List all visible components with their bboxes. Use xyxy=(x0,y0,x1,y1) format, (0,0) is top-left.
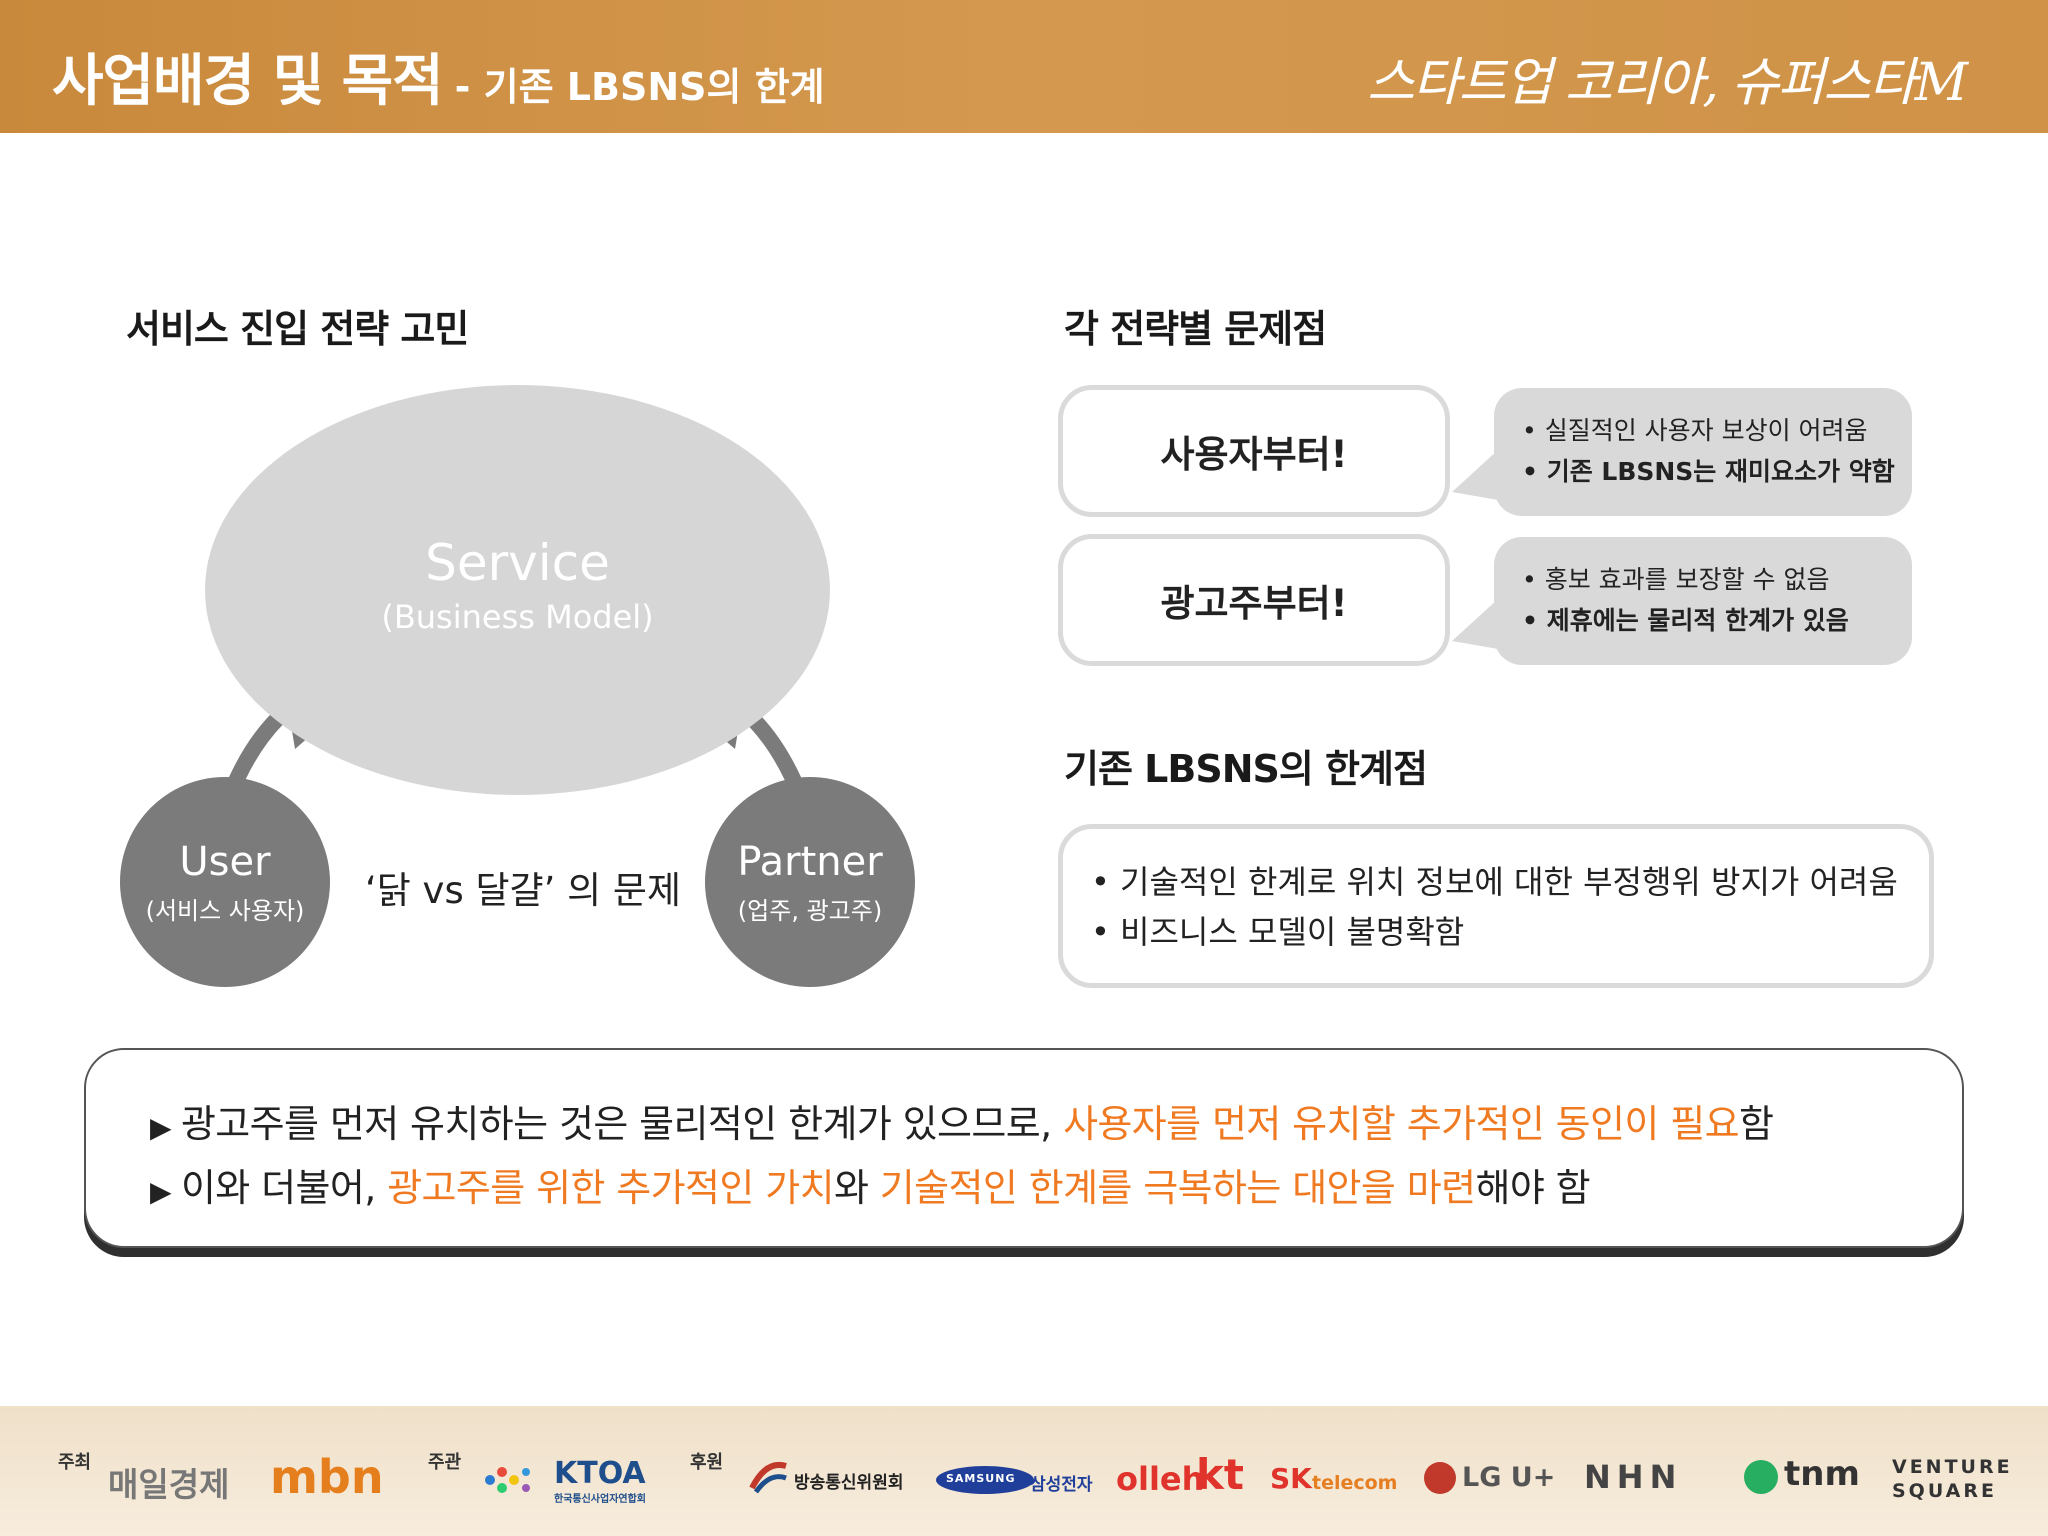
conclusion-line-1: ▶광고주를 먼저 유치하는 것은 물리적인 한계가 있으므로, 사용자를 먼저 … xyxy=(150,1102,1774,1146)
tnm-circle-icon xyxy=(1744,1460,1778,1494)
brand-logo: 스타트업 코리아, 슈퍼스타M xyxy=(1366,53,1968,113)
tnm-logo: tnm xyxy=(1784,1454,1860,1494)
strategy-user-box: 사용자부터! xyxy=(1058,385,1450,517)
samsung-logo: SAMSUNG xyxy=(946,1472,1016,1485)
lg-circle-icon xyxy=(1424,1462,1456,1494)
lg-uplus-logo: LG U+ xyxy=(1462,1462,1556,1493)
service-ellipse: Service (Business Model) xyxy=(205,385,830,795)
kcc-logo: 방송통신위원회 xyxy=(794,1473,904,1493)
user-label: User xyxy=(179,838,271,885)
nhn-logo: NHN xyxy=(1584,1458,1683,1496)
partner-label: Partner xyxy=(737,838,883,885)
strategy-advertiser-callout: • 홍보 효과를 보장할 수 없음 • 제휴에는 물리적 한계가 있음 xyxy=(1452,537,1912,665)
conclusion-box: ▶광고주를 먼저 유치하는 것은 물리적인 한계가 있으므로, 사용자를 먼저 … xyxy=(84,1048,1964,1248)
strategy-advertiser-box: 광고주부터! xyxy=(1058,534,1450,666)
venture-logo: VENTURE xyxy=(1892,1456,2013,1478)
partner-sublabel: (업주, 광고주) xyxy=(737,896,883,925)
chicken-egg-label: ‘닭 vs 달걀’ 의 문제 xyxy=(365,869,681,912)
strategy-user-callout: • 실질적인 사용자 보상이 어려움 • 기존 LBSNS는 재미요소가 약함 xyxy=(1452,388,1912,516)
problems-heading: 각 전략별 문제점 xyxy=(1064,307,1327,351)
user-sublabel: (서비스 사용자) xyxy=(145,896,305,925)
kt-logo: kt xyxy=(1196,1450,1245,1499)
partner-circle: Partner (업주, 광고주) xyxy=(705,777,915,987)
user-circle: User (서비스 사용자) xyxy=(120,777,330,987)
square-logo: SQUARE xyxy=(1892,1480,1997,1502)
triangle-bullet-icon: ▶ xyxy=(150,1111,172,1144)
ktoa-logo: KTOA xyxy=(554,1456,646,1491)
callout-point: • 실질적인 사용자 보상이 어려움 xyxy=(1522,416,1868,445)
callout-point: • 제휴에는 물리적 한계가 있음 xyxy=(1522,606,1849,635)
organizer-label: 주관 xyxy=(428,1452,462,1473)
callout-point: • 홍보 효과를 보장할 수 없음 xyxy=(1522,565,1830,594)
limit-item: • 비즈니스 모델이 불명확함 xyxy=(1091,913,1465,951)
service-label: Service xyxy=(425,534,610,592)
strategy-heading: 서비스 진입 전략 고민 xyxy=(126,307,469,351)
mbn-logo: mbn xyxy=(270,1450,384,1504)
callout-tail xyxy=(1452,599,1498,649)
slide-title-sub: - 기존 LBSNS의 한계 xyxy=(454,65,825,109)
sk-logo: SK xyxy=(1270,1462,1312,1495)
service-sublabel: (Business Model) xyxy=(381,598,654,636)
triangle-bullet-icon: ▶ xyxy=(150,1175,172,1208)
limit-item: • 기술적인 한계로 위치 정보에 대한 부정행위 방지가 어려움 xyxy=(1091,863,1898,901)
sponsor-label: 후원 xyxy=(690,1452,724,1473)
maeil-logo: 매일경제 xyxy=(108,1465,230,1504)
slide-title-main: 사업배경 및 목적 xyxy=(52,49,444,114)
samsung-oval xyxy=(936,1466,1034,1494)
ktoa-subtitle: 한국통신사업자연합회 xyxy=(554,1494,646,1505)
olleh-logo: olleh xyxy=(1116,1460,1205,1498)
header-bar: 사업배경 및 목적- 기존 LBSNS의 한계 스타트업 코리아, 슈퍼스타M xyxy=(0,0,2048,133)
slide-title: 사업배경 및 목적- 기존 LBSNS의 한계 xyxy=(52,36,825,117)
chicken-egg-diagram: Service (Business Model) User (서비스 사용자) … xyxy=(110,385,930,995)
limits-heading: 기존 LBSNS의 한계점 xyxy=(1064,747,1428,791)
sponsor-bar: 주최 매일경제 mbn 주관 KTOA 한국통신사업자연합회 후원 방송통신위원… xyxy=(0,1406,2048,1536)
host-label: 주최 xyxy=(58,1452,92,1473)
sk-telecom-logo: telecom xyxy=(1312,1472,1398,1494)
samsung-kr-logo: 삼성전자 xyxy=(1030,1475,1093,1495)
ktoa-dots-icon xyxy=(485,1467,530,1493)
callout-tail xyxy=(1452,450,1498,500)
limits-box: • 기술적인 한계로 위치 정보에 대한 부정행위 방지가 어려움 • 비즈니스… xyxy=(1058,824,1934,988)
callout-point: • 기존 LBSNS는 재미요소가 약함 xyxy=(1522,457,1895,486)
conclusion-line-2: ▶이와 더불어, 광고주를 위한 추가적인 가치와 기술적인 한계를 극복하는 … xyxy=(150,1166,1591,1210)
kcc-swoosh-icon xyxy=(749,1462,787,1494)
